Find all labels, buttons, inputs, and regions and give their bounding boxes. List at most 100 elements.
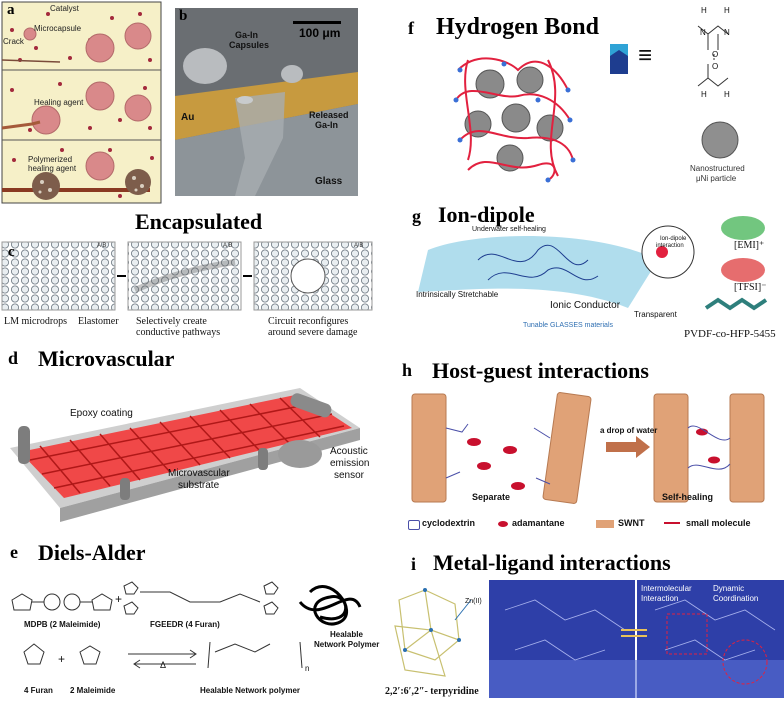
- panel-d-title: Microvascular: [38, 346, 175, 371]
- panel-h-title: Host-guest interactions: [432, 358, 649, 383]
- ion-dipole-label-1: Ion-dipole: [660, 236, 687, 242]
- panel-a-letter: a: [7, 2, 15, 18]
- panel-e-letter: e: [10, 542, 18, 562]
- intrinsic-label: Intrinsically Stretchable: [416, 290, 499, 299]
- circuit-label-2: around severe damage: [268, 327, 358, 338]
- panel-i-letter: i: [411, 554, 417, 574]
- panel-g-letter: g: [412, 206, 421, 226]
- ab-label-3: A B: [354, 243, 364, 249]
- scalebar-label: 100 μm: [299, 26, 341, 40]
- dynamic-label-1: Dynamic: [713, 584, 745, 593]
- crack-label: Crack: [3, 37, 24, 46]
- au-label: Au: [181, 112, 195, 123]
- panel-d-microvascular-illustration: [10, 388, 360, 522]
- panel-c-letter: c: [8, 244, 15, 260]
- separate-label: Separate: [472, 492, 511, 502]
- underwater-label: Underwater self-healing: [472, 226, 546, 233]
- released-label-2: Ga-In: [315, 120, 339, 130]
- encapsulated-title: Encapsulated: [135, 209, 263, 234]
- cyclodextrin-icon: [408, 520, 420, 530]
- tunable-label: Tunable GLASSES materials: [523, 322, 614, 329]
- panel-g-illustration: [418, 216, 768, 311]
- ionic-conductor-label: Ionic Conductor: [550, 300, 621, 311]
- circuit-label-1: Circuit reconfigures: [268, 316, 349, 327]
- plus-sign-1: +: [115, 592, 123, 606]
- legend-small-molecule: small molecule: [686, 518, 751, 528]
- panel-d: d Microvascular Epoxy coating Microvascu…: [0, 346, 375, 528]
- selective-label-2: conductive pathways: [136, 327, 221, 338]
- mdpb-label: MDPB (2 Maleimide): [24, 620, 101, 629]
- panel-f: f Hydrogen Bond ≡ H H N N O: [398, 0, 784, 200]
- panel-f-network: [453, 25, 739, 183]
- terpyridine-label: 2,2′:6′,2″- terpyridine: [385, 686, 479, 697]
- fgeedr-label: FGEEDR (4 Furan): [150, 620, 220, 629]
- panel-i-illustration: [394, 580, 784, 698]
- urea-n-1: N: [700, 28, 706, 37]
- small-molecule-icon: [664, 522, 680, 527]
- nano-label-1: Nanostructured: [690, 164, 745, 173]
- panel-i-title: Metal-ligand interactions: [433, 550, 671, 575]
- urea-o-1: O: [712, 50, 719, 59]
- panel-f-letter: f: [408, 18, 414, 38]
- dynamic-label-2: Coordination: [713, 594, 759, 603]
- panel-f-title: Hydrogen Bond: [436, 14, 599, 40]
- glass-label: Glass: [315, 176, 343, 187]
- emi-label: [EMI]⁺: [734, 240, 765, 251]
- tfsi-label: [TFSI]⁻: [734, 282, 767, 293]
- zn-label: Zn(II): [465, 598, 482, 605]
- panel-c-microdrops: [1, 241, 373, 311]
- epoxy-coating-label: Epoxy coating: [70, 408, 133, 419]
- swnt-icon: [596, 520, 614, 528]
- self-healing-label: Self-healing: [662, 492, 714, 502]
- delta-symbol: Δ: [160, 660, 167, 670]
- panel-b: b 100 μm Ga-In Capsules Au Released Ga-I…: [175, 8, 358, 196]
- panel-b-letter: b: [179, 8, 188, 24]
- microvascular-substrate-label-1: Microvascular: [168, 468, 230, 479]
- plus-sign-2: +: [58, 652, 66, 666]
- acoustic-label-2: emission: [330, 458, 370, 469]
- healable-network-label-2: Network Polymer: [314, 640, 380, 649]
- panel-g-title: Ion-dipole: [438, 202, 535, 227]
- panel-g: g Ion-dipole Underwater self-healing Ion…: [398, 200, 784, 350]
- ga-in-capsules-label-1: Ga-In: [235, 30, 259, 40]
- ab-label-1: A B: [97, 243, 107, 249]
- panel-e: e Diels-Alder MDPB (2 Maleimide) FGEEDR …: [0, 540, 379, 702]
- catalyst-label: Catalyst: [50, 4, 79, 13]
- panel-a: a Catalyst Microcapsule Crack Healing ag…: [0, 0, 163, 205]
- two-maleimide-label: 2 Maleimide: [70, 686, 116, 695]
- n-subscript: n: [305, 664, 310, 673]
- selective-label-1: Selectively create: [136, 316, 207, 327]
- elastomer-label: Elastomer: [78, 316, 119, 327]
- urea-h-4: H: [724, 90, 730, 99]
- urea-n-2: N: [724, 28, 730, 37]
- urea-h-1: H: [701, 6, 707, 15]
- ga-in-capsules-label-2: Capsules: [229, 40, 270, 50]
- nano-label-2: μNi particle: [696, 174, 737, 183]
- transparent-label: Transparent: [634, 310, 677, 319]
- acoustic-label-1: Acoustic: [330, 446, 368, 457]
- ion-dipole-label-2: interaction: [656, 243, 684, 249]
- polymerized-label-1: Polymerized: [28, 155, 73, 164]
- equals-symbol: ≡: [638, 42, 653, 69]
- released-label-1: Released: [309, 110, 349, 120]
- urea-o-2: O: [712, 62, 719, 71]
- microvascular-substrate-label-2: substrate: [178, 480, 220, 491]
- panel-a-illustration: [1, 1, 162, 204]
- panel-b-micrograph: [175, 8, 358, 196]
- intermolecular-label-2: Interaction: [641, 594, 679, 603]
- lm-microdrops-label: LM microdrops: [4, 316, 68, 327]
- panel-h-illustration: [411, 392, 765, 504]
- urea-h-3: H: [701, 90, 707, 99]
- intermolecular-label-1: Intermolecular: [641, 584, 692, 593]
- urea-h-2: H: [724, 6, 730, 15]
- healable-network-label-1: Healable: [330, 630, 363, 639]
- panel-i: i Metal-ligand interactions Zn(II) 2,2′:…: [385, 550, 784, 702]
- legend-adamantane: adamantane: [512, 518, 565, 528]
- legend-cyclodextrin: cyclodextrin: [422, 518, 476, 528]
- healable-network-polymer-label: Healable Network polymer: [200, 686, 301, 695]
- water-drop-label: a drop of water: [600, 426, 658, 435]
- legend-swnt: SWNT: [618, 518, 645, 528]
- panel-e-title: Diels-Alder: [38, 540, 146, 565]
- polymerized-label-2: healing agent: [28, 164, 77, 173]
- panel-d-letter: d: [8, 348, 19, 368]
